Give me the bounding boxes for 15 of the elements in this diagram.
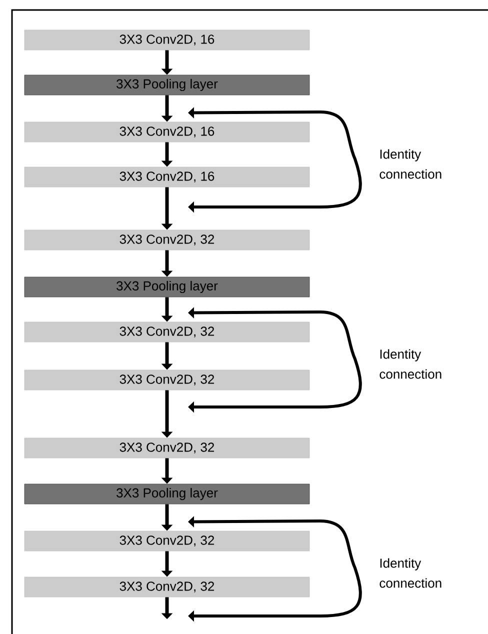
pooling-layer-box: 3X3 Pooling layer	[24, 276, 310, 298]
conv-layer-box: 3X3 Conv2D, 32	[24, 230, 310, 250]
conv-layer-box: 3X3 Conv2D, 32	[24, 576, 310, 598]
conv-layer-box: 3X3 Conv2D, 32	[24, 438, 310, 458]
pooling-layer-box: 3X3 Pooling layer	[24, 484, 310, 504]
conv-layer-box: 3X3 Conv2D, 32	[24, 322, 310, 342]
edge-label: Identity connection	[380, 349, 442, 379]
conv-layer-box: 3X3 Conv2D, 16	[24, 30, 310, 50]
conv-layer-box: 3X3 Conv2D, 16	[24, 166, 310, 188]
conv-layer-box: 3X3 Conv2D, 32	[24, 370, 310, 390]
conv-layer-box: 3X3 Conv2D, 32	[24, 530, 310, 552]
conv-layer-box: 3X3 Conv2D, 16	[24, 122, 310, 142]
edge-label: Identity connection	[380, 149, 442, 179]
edge-label: Identity connection	[380, 558, 442, 588]
pooling-layer-box: 3X3 Pooling layer	[24, 74, 310, 96]
